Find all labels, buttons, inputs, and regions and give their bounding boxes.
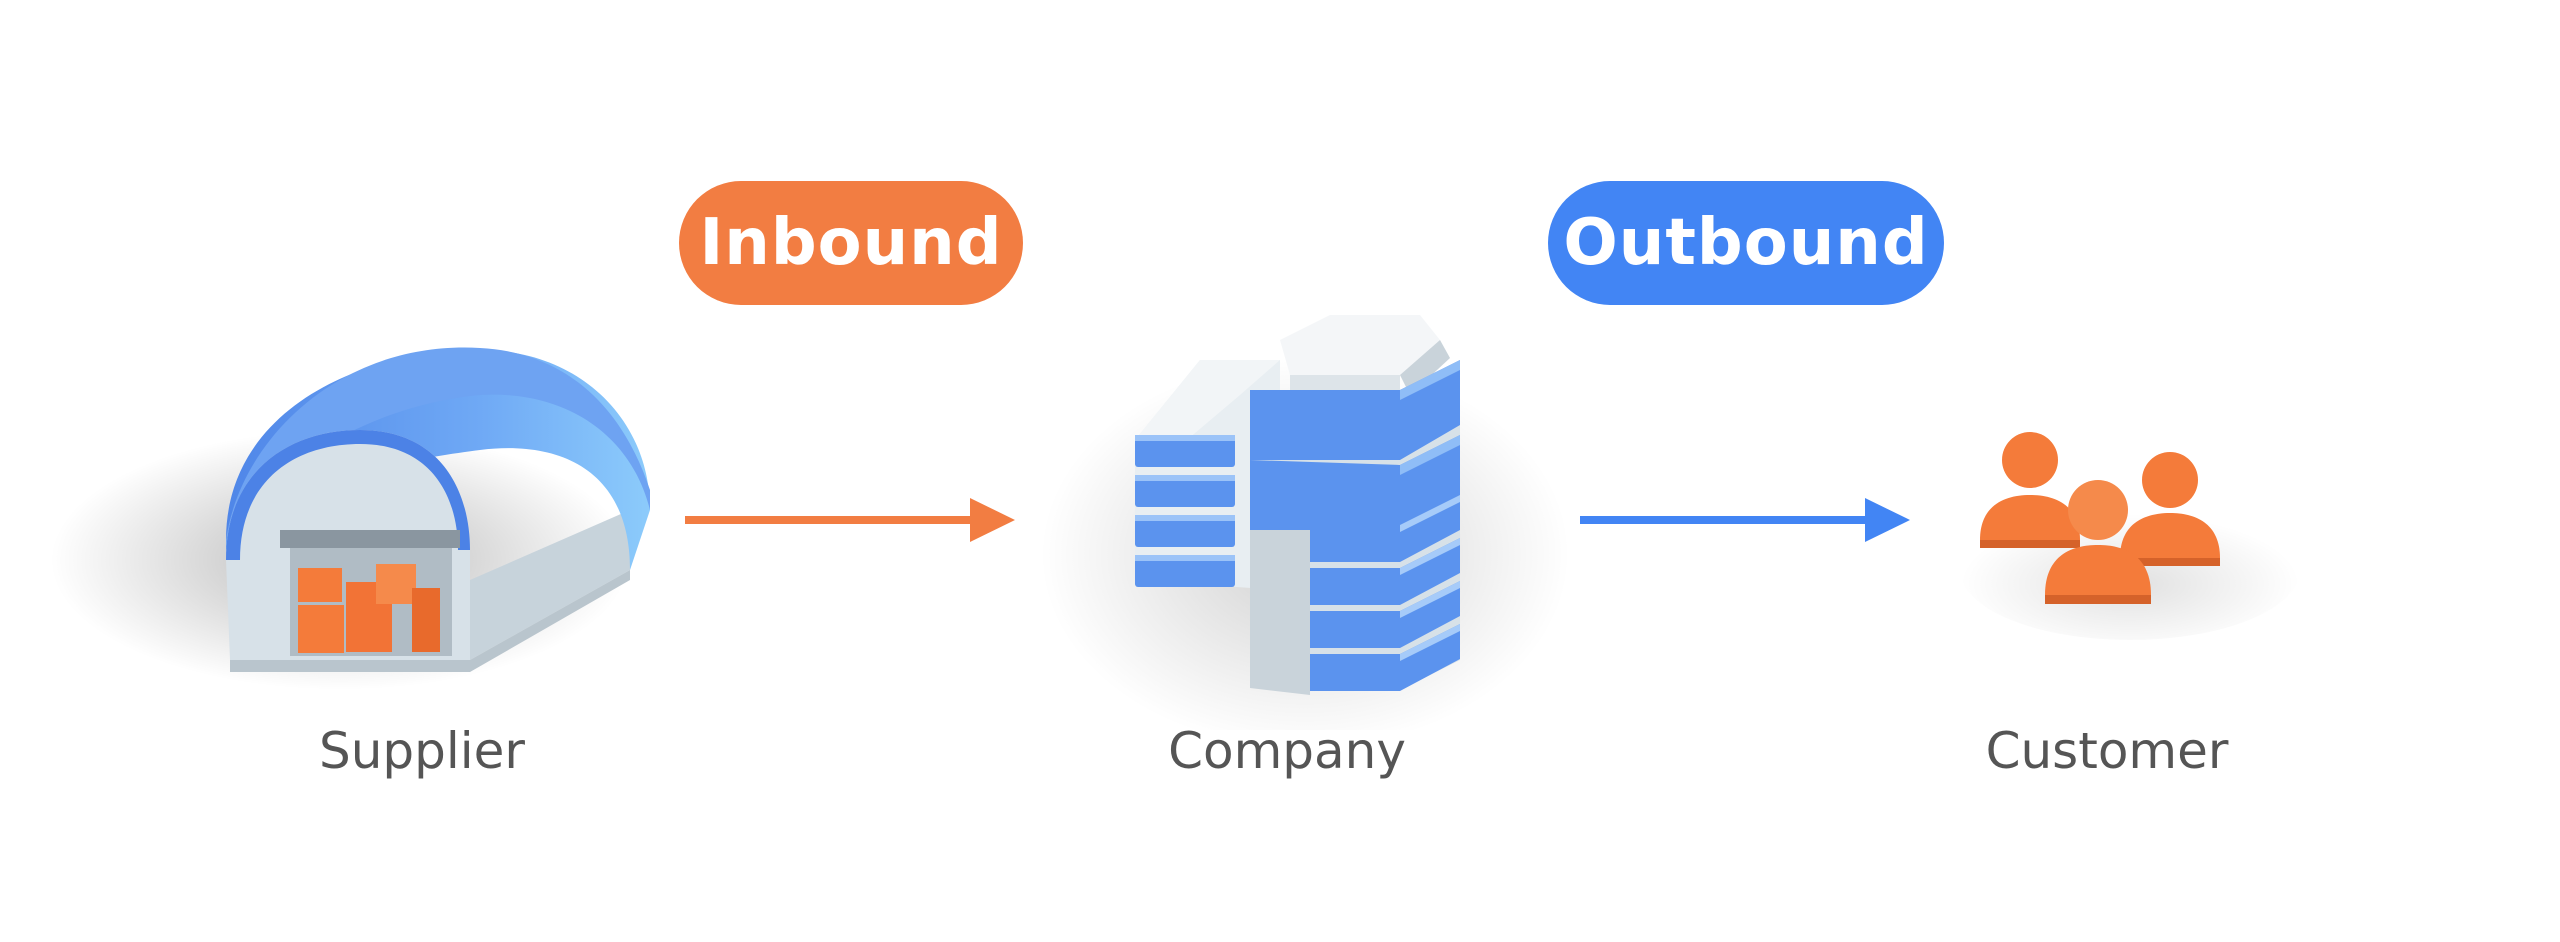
outbound-badge: Outbound: [1548, 181, 1944, 305]
warehouse-icon: [50, 347, 650, 690]
outbound-arrow: [1580, 498, 1910, 542]
office-building-icon: [1040, 315, 1570, 730]
inbound-badge: Inbound: [679, 181, 1023, 305]
people-group-icon: [1960, 432, 2300, 640]
customer-label: Customer: [1985, 722, 2229, 780]
inbound-arrow: [685, 498, 1015, 542]
supplier-label: Supplier: [318, 722, 525, 780]
company-label: Company: [1168, 722, 1406, 780]
